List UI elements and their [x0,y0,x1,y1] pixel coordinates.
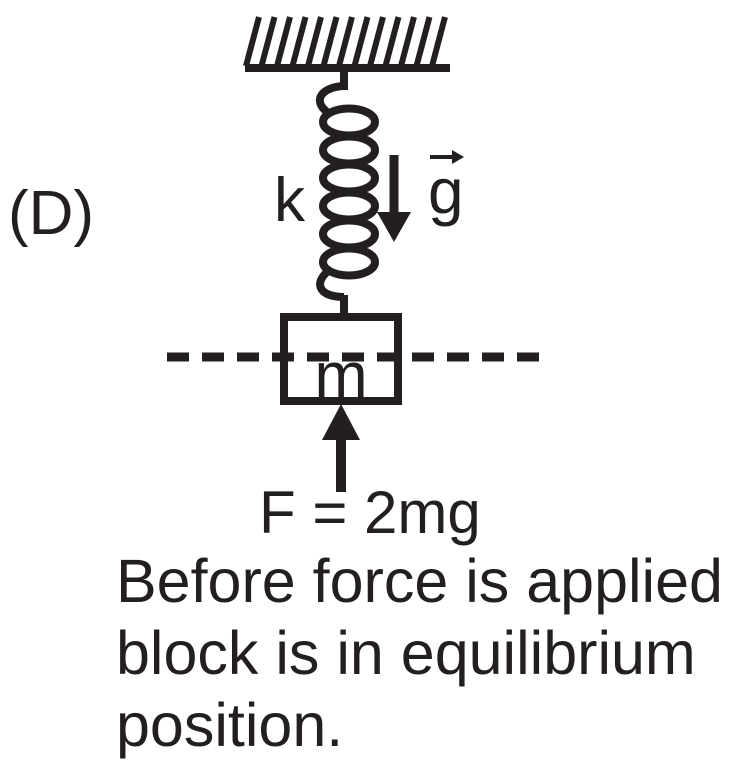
caption: Before force is applied block is in equi… [116,545,723,761]
g-vector-arrow-icon [430,150,464,164]
spring-constant-label: k [274,166,305,235]
applied-force-arrow-icon [322,404,360,492]
option-label: (D) [8,179,95,248]
caption-line-1: Before force is applied [116,547,723,615]
ceiling-hatching-icon [243,16,448,67]
caption-line-2: block is in equilibrium [116,619,696,687]
gravity-arrow-icon [377,155,411,242]
spring-lead-in [315,82,345,116]
applied-force-label: F = 2mg [259,479,481,546]
mass-label: m [314,339,368,411]
gravity-vector-label: g [428,155,464,227]
spring-lead-out [316,269,345,301]
caption-line-3: position. [116,691,344,759]
spring-coil [315,64,379,317]
